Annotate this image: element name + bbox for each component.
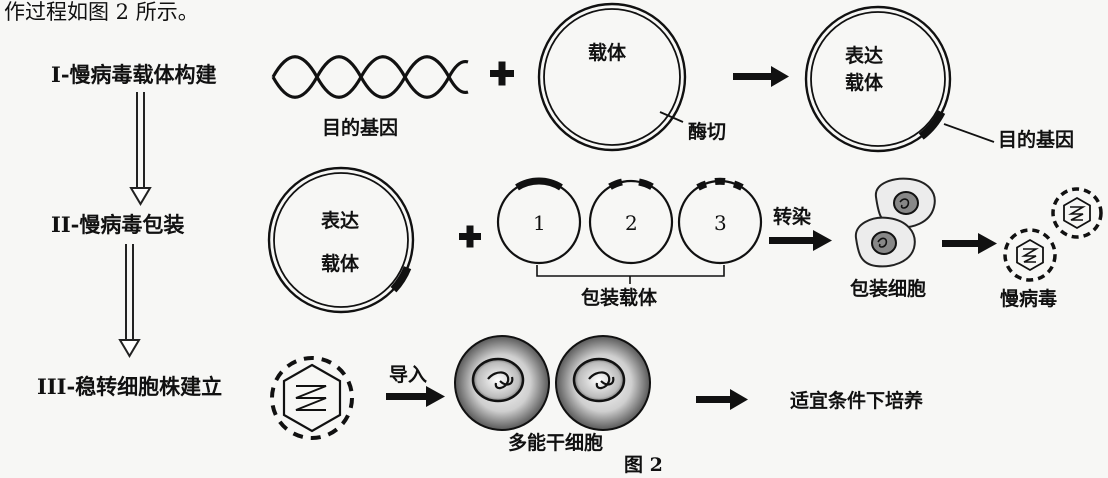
import-arrow-icon [386, 386, 445, 407]
plus-icon [490, 62, 514, 86]
packaging-bracket [537, 265, 724, 284]
step-1-label: I-慢病毒载体构建 [51, 64, 217, 85]
vector-label: 载体 [588, 44, 626, 63]
target-gene-label: 目的基因 [322, 119, 398, 138]
packaging-cells-icon [856, 179, 935, 267]
packaging-vectors-label: 包装载体 [581, 289, 657, 308]
digest-label: 酶切 [688, 123, 726, 142]
plus-icon-2 [459, 226, 481, 248]
target-gene-label-right: 目的基因 [998, 131, 1074, 150]
lentivirus-label: 慢病毒 [1000, 290, 1057, 309]
plasmid-2-number: 2 [625, 213, 638, 233]
plasmid-3-number: 3 [714, 213, 727, 233]
arrow-right-icon-2 [942, 233, 997, 254]
step-3-label: III-稳转细胞株建立 [37, 376, 222, 397]
lentivirus-particle-icon [272, 358, 352, 438]
intro-text: 作过程如图 2 所示。 [4, 2, 199, 23]
flow-arrow-2 [120, 244, 139, 356]
stem-cells-label: 多能干细胞 [508, 434, 603, 453]
expression-vector-2-label-line2: 载体 [321, 255, 359, 274]
expression-vector-plasmid [806, 7, 994, 151]
transfect-arrow-icon [769, 230, 832, 251]
stem-cells-icon [455, 336, 650, 430]
expression-vector-2-label-line1: 表达 [321, 212, 359, 231]
figure-caption: 图 2 [624, 456, 663, 475]
expression-vector-plasmid-2 [269, 168, 413, 312]
step-2-label: II-慢病毒包装 [51, 214, 184, 235]
plasmid-1-number: 1 [533, 213, 546, 233]
expression-vector-label-line1: 表达 [845, 47, 883, 66]
arrow-right-icon-3 [696, 389, 748, 410]
flow-arrow-1 [131, 92, 150, 204]
dna-helix-icon [273, 57, 468, 98]
transfect-label: 转染 [773, 208, 811, 227]
import-label: 导入 [389, 366, 427, 385]
arrow-right-icon [733, 66, 789, 87]
packaging-cells-label: 包装细胞 [850, 280, 926, 299]
vector-plasmid [539, 4, 685, 150]
culture-label: 适宜条件下培养 [790, 392, 923, 411]
expression-vector-label-line2: 载体 [845, 74, 883, 93]
lentivirus-icon [1005, 189, 1101, 280]
